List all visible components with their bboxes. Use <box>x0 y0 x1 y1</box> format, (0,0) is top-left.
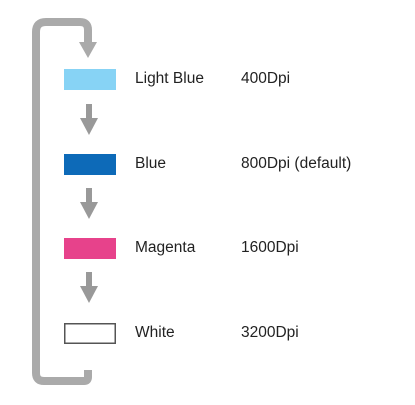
swatch-magenta <box>64 238 116 259</box>
down-arrow-icon <box>80 104 98 135</box>
level-dpi-400: 400Dpi <box>241 70 291 87</box>
swatch-white <box>64 323 116 344</box>
level-name-blue: Blue <box>135 155 167 172</box>
loop-arrowhead <box>79 42 97 58</box>
level-name-white: White <box>135 324 175 341</box>
level-dpi-1600: 1600Dpi <box>241 239 299 256</box>
level-name-magenta: Magenta <box>135 239 196 256</box>
level-dpi-800: 800Dpi (default) <box>241 155 352 172</box>
swatch-light-blue <box>64 69 116 90</box>
level-name-light-blue: Light Blue <box>135 70 204 87</box>
level-dpi-3200: 3200Dpi <box>241 324 299 341</box>
down-arrow-icon <box>80 188 98 219</box>
cycle-loop-connector <box>32 18 92 385</box>
swatch-blue <box>64 154 116 175</box>
down-arrow-icon <box>80 272 98 303</box>
